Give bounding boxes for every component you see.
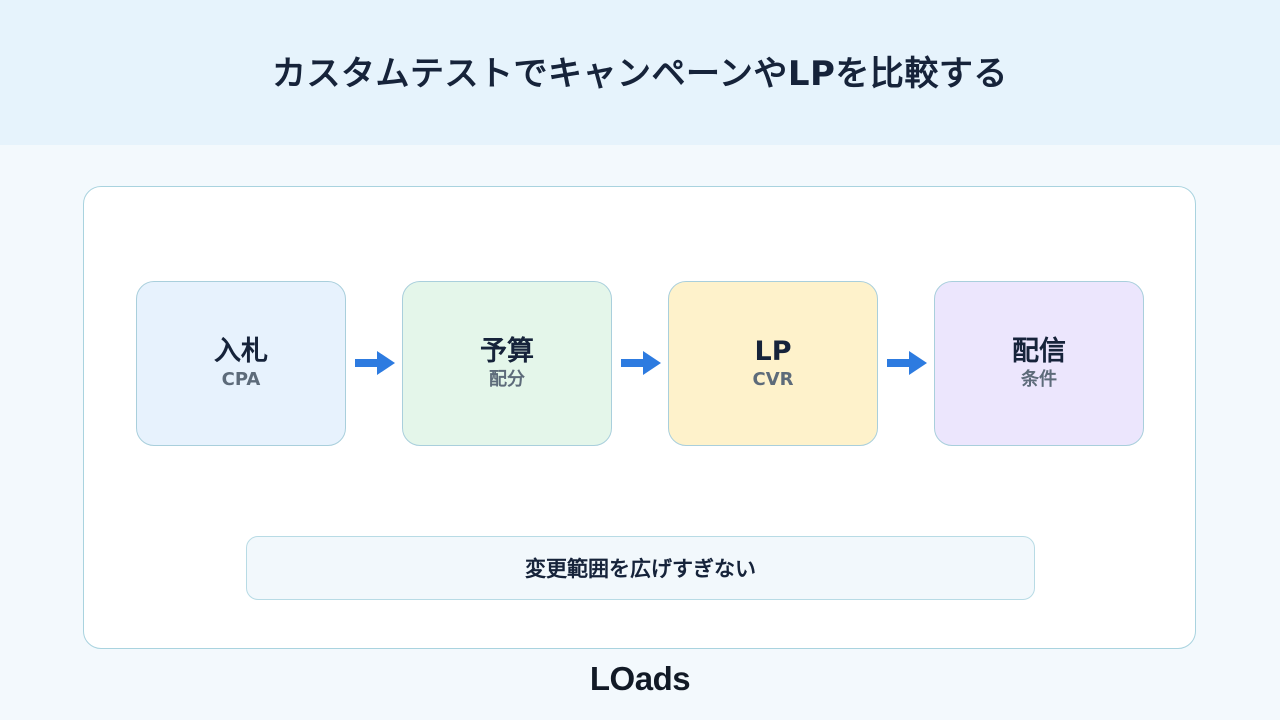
step-title: 予算 — [480, 336, 534, 368]
page-title: カスタムテストでキャンペーンやLPを比較する — [272, 54, 1008, 94]
header-band: カスタムテストでキャンペーンやLPを比較する — [0, 0, 1280, 145]
step-card-bid: 入札 CPA — [136, 281, 346, 446]
arrow-right-icon — [887, 351, 927, 375]
step-title: 配信 — [1012, 336, 1066, 368]
step-card-budget: 予算 配分 — [402, 281, 612, 446]
step-card-lp: LP CVR — [668, 281, 878, 446]
step-subtitle: CVR — [752, 369, 794, 391]
step-card-delivery: 配信 条件 — [934, 281, 1144, 446]
step-title: 入札 — [214, 336, 268, 368]
note-box: 変更範囲を広げすぎない — [246, 536, 1035, 600]
step-title: LP — [754, 336, 792, 368]
brand-logo: LOads — [589, 660, 691, 697]
note-text: 変更範囲を広げすぎない — [525, 557, 756, 581]
arrow-right-icon — [355, 351, 395, 375]
step-subtitle: CPA — [221, 369, 261, 391]
step-subtitle: 配分 — [489, 369, 525, 391]
flow-panel: 入札 CPA 予算 配分 LP CVR 配信 条件 変更範囲を広げすぎない — [83, 186, 1196, 649]
step-subtitle: 条件 — [1021, 369, 1057, 391]
arrow-right-icon — [621, 351, 661, 375]
